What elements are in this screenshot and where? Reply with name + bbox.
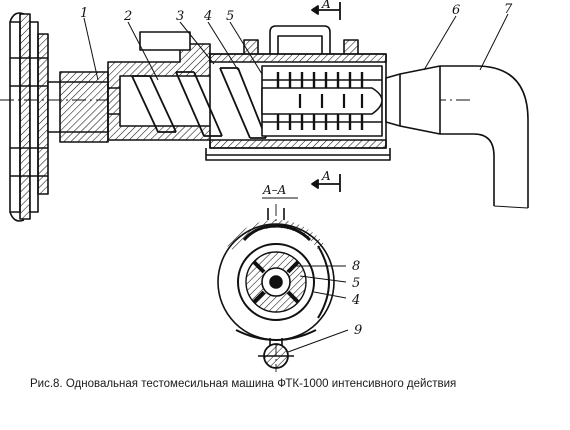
label-6: 6 — [452, 3, 460, 18]
section-marker-bottom: A — [321, 169, 331, 183]
auger-screw — [131, 67, 267, 139]
main-view — [0, 2, 529, 222]
label-4-section: 4 — [351, 293, 360, 308]
section-blades — [252, 260, 300, 304]
label-5-section: 5 — [352, 276, 360, 291]
label-8: 8 — [352, 259, 360, 274]
label-7: 7 — [504, 2, 513, 17]
outlet-pipe — [440, 65, 529, 209]
label-9: 9 — [354, 323, 362, 338]
pulley — [9, 12, 49, 222]
label-4: 4 — [203, 9, 212, 24]
figure-caption: Рис.8. Одновальная тестомесильная машина… — [30, 378, 457, 390]
label-1: 1 — [80, 6, 88, 21]
label-5: 5 — [226, 9, 234, 24]
rotor-pins — [298, 94, 364, 108]
section-cut-marks — [311, 2, 341, 192]
label-2: 2 — [123, 9, 132, 24]
label-3: 3 — [176, 9, 184, 24]
section-view — [217, 197, 349, 372]
section-title: A–A — [262, 183, 287, 197]
outlet-cone — [385, 65, 441, 135]
section-marker-top: A — [321, 0, 331, 11]
leader-lines — [83, 13, 509, 81]
blade-row-top — [276, 72, 364, 88]
blade-row-bottom — [276, 114, 364, 130]
mixing-chamber — [261, 65, 383, 137]
